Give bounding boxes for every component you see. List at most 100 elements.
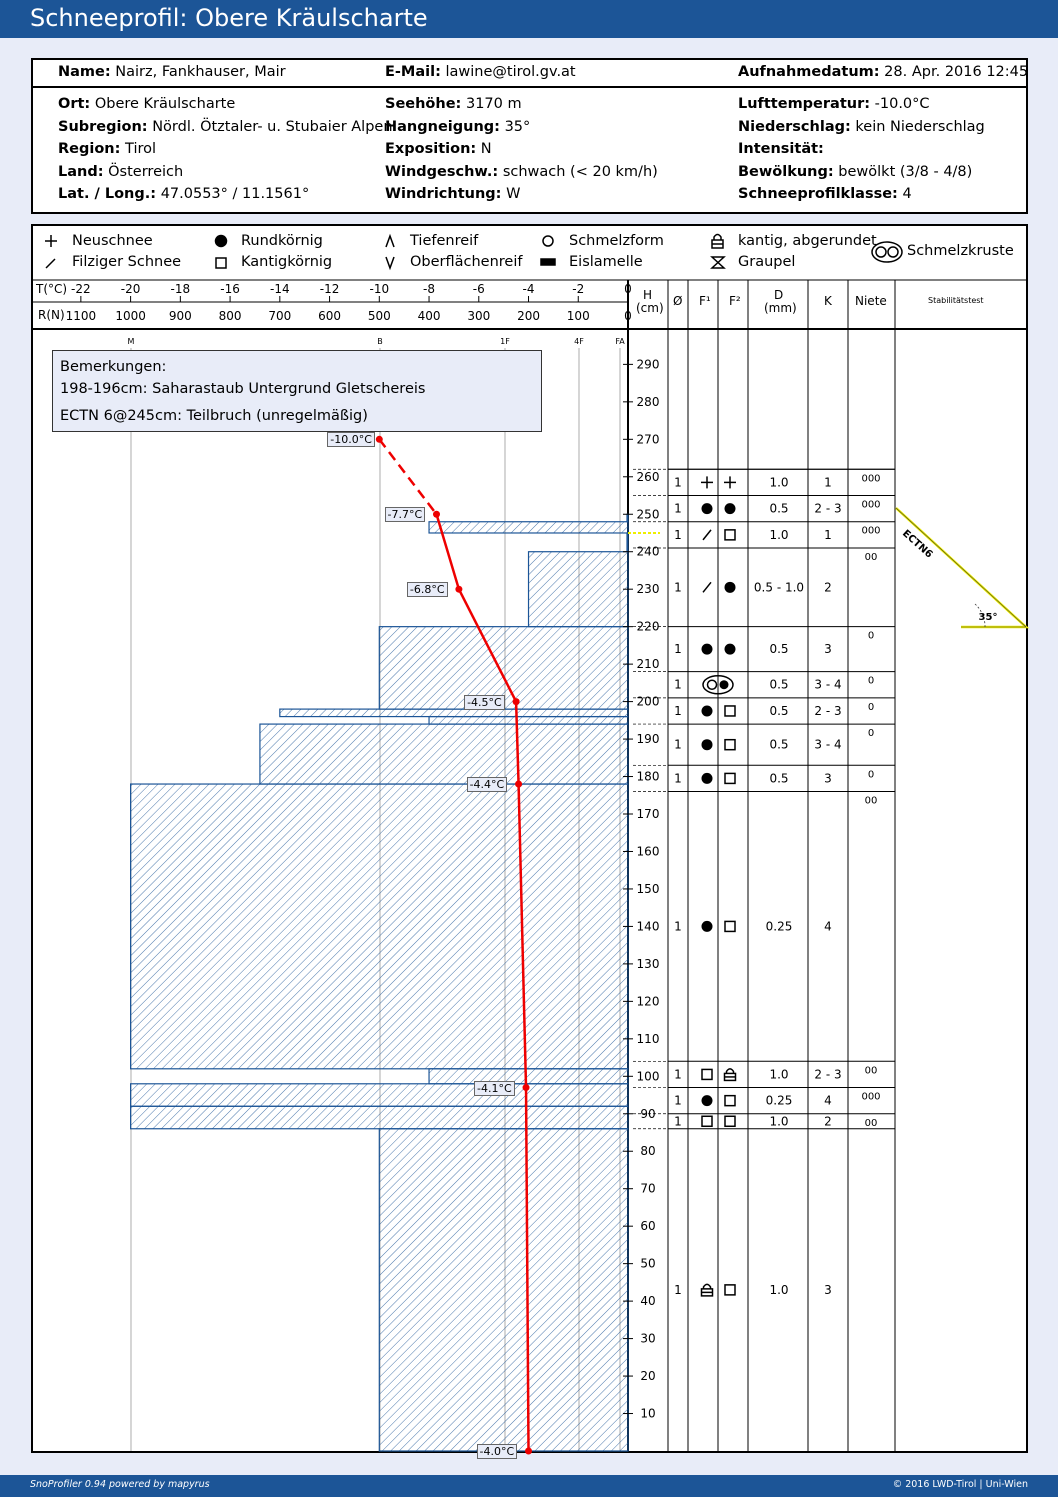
hardness-bar xyxy=(279,708,629,718)
dot-icon xyxy=(701,920,713,932)
hardness-bar xyxy=(428,521,629,534)
layer-k: 4 xyxy=(824,919,832,933)
layer-d: 0.5 - 1.0 xyxy=(754,580,804,594)
layer-d: 0.5 xyxy=(769,678,788,692)
height-tick-label: 200 xyxy=(637,695,660,709)
layer-o: 1 xyxy=(674,1094,682,1108)
stab-col-label: Stabilitätstest xyxy=(928,296,984,305)
layer-niete: 00 xyxy=(865,1065,878,1076)
layer-d: 1.0 xyxy=(769,475,788,489)
layer-o: 1 xyxy=(674,580,682,594)
square-icon xyxy=(724,738,736,751)
name-field: Name: Nairz, Fankhauser, Mair xyxy=(58,64,286,80)
t-tick-label: -6 xyxy=(473,282,485,296)
height-tick-label: 50 xyxy=(640,1257,655,1271)
hardness-label: 4F xyxy=(574,337,584,346)
oberflaechenreif-icon xyxy=(385,256,395,271)
footer-left: SnoProfiler 0.94 powered by mapyrus xyxy=(30,1479,210,1490)
legend-schmelzform: Schmelzform xyxy=(569,233,664,249)
height-tick-label: 120 xyxy=(637,994,660,1008)
bewoelkung-field: Bewölkung: bewölkt (3/8 - 4/8) xyxy=(738,164,973,180)
info-divider xyxy=(33,86,1028,88)
r-tick-label: 1000 xyxy=(115,309,146,323)
height-tick-label: 290 xyxy=(637,357,660,371)
layer-o: 1 xyxy=(674,919,682,933)
temperature-point xyxy=(522,1084,530,1092)
footer-right: © 2016 LWD-Tirol | Uni-Wien xyxy=(892,1479,1028,1490)
layer-d: 0.5 xyxy=(769,704,788,718)
t-tick-label: -10 xyxy=(369,282,389,296)
layer-d: 0.5 xyxy=(769,738,788,752)
t-tick-label: -14 xyxy=(270,282,290,296)
remarks-line-1: 198-196cm: Saharastaub Untergrund Gletsc… xyxy=(60,381,426,397)
angle-arc xyxy=(974,603,986,628)
height-tick-label: 20 xyxy=(640,1369,655,1383)
layer-niete: 00 xyxy=(865,552,878,563)
layer-k: 1 xyxy=(824,475,832,489)
windrichtung-field: Windrichtung: W xyxy=(385,186,521,202)
dot-icon xyxy=(701,772,713,784)
hardness-bar xyxy=(626,513,629,523)
legend-eislamelle: Eislamelle xyxy=(569,254,643,270)
stability-test-label: ECTN6 xyxy=(900,528,934,561)
ort-field: Ort: Obere Kräulscharte xyxy=(58,96,236,112)
r-tick-label: 300 xyxy=(467,309,490,323)
dot-icon xyxy=(701,643,713,655)
temperature-point xyxy=(512,698,520,706)
slash-icon xyxy=(45,258,56,269)
square-icon xyxy=(724,1115,736,1128)
r-tick-label: 900 xyxy=(169,309,192,323)
subregion-field: Subregion: Nördl. Ötztaler- u. Stubaier … xyxy=(58,119,393,135)
t-tick-label: -12 xyxy=(320,282,340,296)
footer: SnoProfiler 0.94 powered by mapyrus © 20… xyxy=(0,1475,1058,1497)
hardness-bar xyxy=(428,715,629,725)
layer-o: 1 xyxy=(674,678,682,692)
layer-niete: 000 xyxy=(861,526,880,537)
remarks-line-2: ECTN 6@245cm: Teilbruch (unregelmäßig) xyxy=(60,408,368,424)
layer-d: 0.25 xyxy=(766,1094,793,1108)
k-col-label: K xyxy=(824,294,832,308)
layer-k: 3 xyxy=(824,1283,832,1297)
layer-o: 1 xyxy=(674,704,682,718)
hardness-label: FA xyxy=(615,337,625,346)
windgeschw-field: Windgeschw.: schwach (< 20 km/h) xyxy=(385,164,658,180)
t-tick-label: -16 xyxy=(220,282,240,296)
height-tick-label: 170 xyxy=(637,807,660,821)
dot-icon xyxy=(214,234,228,248)
layer-k: 1 xyxy=(824,528,832,542)
temperature-point xyxy=(433,510,441,518)
dot-icon xyxy=(719,680,729,690)
hardness-bar xyxy=(130,1083,629,1107)
niederschlag-field: Niederschlag: kein Niederschlag xyxy=(738,119,985,135)
slash-icon xyxy=(702,529,712,541)
height-tick-label: 30 xyxy=(640,1332,655,1346)
height-tick-label: 40 xyxy=(640,1294,655,1308)
layer-k: 2 - 3 xyxy=(814,502,841,516)
hardness-label: B xyxy=(377,337,383,346)
temperature-segment xyxy=(514,701,520,785)
height-tick-label: 150 xyxy=(637,882,660,896)
legend-neuschnee: Neuschnee xyxy=(72,233,153,249)
legend-schmelzkruste: Schmelzkruste xyxy=(907,243,1014,259)
hardness-label: 1F xyxy=(500,337,510,346)
layer-d: 0.5 xyxy=(769,771,788,785)
eislamelle-icon xyxy=(540,258,556,266)
t-tick-label: -22 xyxy=(71,282,91,296)
square-icon xyxy=(724,705,736,717)
plus-icon xyxy=(45,235,57,247)
layer-o: 1 xyxy=(674,1114,682,1128)
d-col-unit: (mm) xyxy=(764,301,797,315)
title-bar: Schneeprofil: Obere Kräulscharte xyxy=(0,0,1058,38)
temperature-profile xyxy=(375,435,533,1455)
r-tick-label: 500 xyxy=(368,309,391,323)
hardness-bar xyxy=(378,1128,629,1452)
